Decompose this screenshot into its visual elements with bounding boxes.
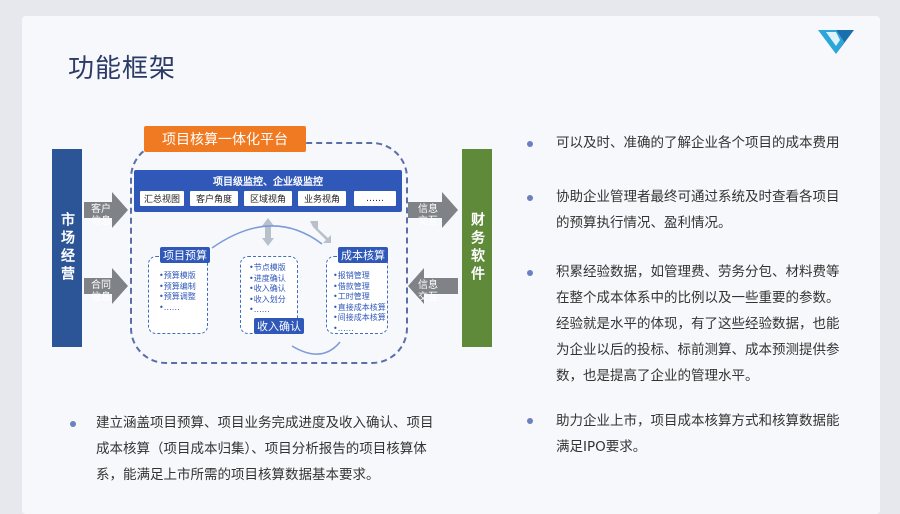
platform-title: 项目核算一体化平台 (144, 126, 306, 152)
bullet-right-3: 积累经验数据，如管理费、劳务分包、材料费等 在整个成本体系中的比例以及一些重要的… (556, 259, 840, 389)
cost-module: •报销管理 •借款管理 •工时管理 •直接成本核算 •间接成本核算 •…… (326, 256, 388, 334)
monitor-panel: 项目级监控、企业级监控 汇总视图 客户角度 区域视角 业务视角 …… (134, 170, 402, 212)
bullet-line: 数，也是提高了企业的管理水平。 (556, 368, 759, 384)
left-arrow-1 (84, 192, 128, 228)
left-arrow-2 (84, 268, 128, 304)
bullet-right-1: 可以及时、准确的了解企业各个项目的成本费用 (556, 130, 840, 156)
bullet-line: 成本核算（项目成本归集）、项目分析报告的项目核算体 (96, 441, 427, 457)
revenue-item: •进度确认 (249, 273, 286, 283)
right-arrow-label-2: 信息交互 (418, 280, 438, 303)
budget-item: •预算编制 (159, 281, 196, 291)
bullet-line: 可以及时、准确的了解企业各个项目的成本费用 (556, 135, 840, 151)
bullet-line: 经验就是水平的体现，有了这些经验数据，也能 (556, 316, 840, 332)
bullet-left: 建立涵盖项目预算、项目业务完成进度及收入确认、项目 成本核算（项目成本归集）、项… (96, 410, 434, 488)
bullet-dot (527, 195, 533, 201)
bullet-line: 积累经验数据，如管理费、劳务分包、材料费等 (556, 264, 840, 280)
bullet-line: 的预算执行情况、盈利情况。 (556, 215, 732, 231)
cost-item: •报销管理 (333, 271, 370, 280)
right-arrow-1 (408, 192, 458, 228)
left-arrow-label-2: 合同信息 (91, 280, 111, 303)
budget-module: •预算模版 •预算编制 •预算调整 •…… (148, 256, 208, 334)
revenue-item: •收入划分 (249, 294, 286, 304)
bullet-right-4: 助力企业上市，项目成本核算方式和核算数据能 满足IPO要求。 (556, 408, 840, 460)
up-down-arrow (262, 218, 274, 246)
bullet-line: 在整个成本体系中的比例以及一些重要的参数。 (556, 290, 840, 306)
revenue-title: 收入确认 (254, 318, 304, 334)
cost-item: •直接成本核算 (333, 302, 386, 312)
bullet-line: 协助企业管理者最终可通过系统及时查看各项目 (556, 189, 840, 205)
cost-item: •借款管理 (333, 281, 370, 291)
cost-title: 成本核算 (338, 247, 388, 263)
finance-bar: 财务软件 (462, 149, 492, 347)
revenue-item: •…… (249, 305, 270, 314)
bullet-line: 助力企业上市，项目成本核算方式和核算数据能 (556, 413, 840, 429)
bullet-line: 为企业以后的投标、标前测算、成本预测提供参 (556, 342, 840, 358)
monitor-tab-business: 业务视角 (298, 191, 346, 206)
function-framework-diagram: 市场经营 财务软件 客户信息 合同信息 信息交互 信息交互 项目核算一体化平台 … (22, 16, 542, 416)
monitor-tab-region: 区域视角 (244, 191, 292, 206)
revenue-list: •节点模版 •进度确认 •收入确认 •收入划分 •…… (249, 263, 286, 316)
cost-item: •…… (333, 323, 354, 333)
monitor-tab-summary: 汇总视图 (140, 191, 184, 206)
bullet-dot (70, 421, 76, 427)
page-title: 功能框架 (68, 54, 177, 84)
cost-item: •间接成本核算 (333, 313, 386, 322)
monitor-tab-customer: 客户角度 (190, 191, 238, 206)
bullet-dot (527, 270, 533, 276)
curve-arrow-top (211, 225, 323, 249)
curve-arrow-bottom (291, 341, 341, 355)
cost-list: •报销管理 •借款管理 •工时管理 •直接成本核算 •间接成本核算 •…… (333, 271, 386, 334)
budget-item: •预算模版 (159, 271, 196, 280)
logo-icon (818, 30, 854, 54)
bullet-line: 系，能满足上市所需的项目核算数据基本要求。 (96, 467, 380, 483)
bullet-right-2: 协助企业管理者最终可通过系统及时查看各项目 的预算执行情况、盈利情况。 (556, 184, 840, 236)
monitor-tab-more: …… (354, 191, 396, 206)
cost-item: •工时管理 (333, 292, 370, 301)
right-arrow-label-1: 信息交互 (418, 204, 438, 227)
left-arrow-label-1: 客户信息 (91, 204, 111, 227)
market-bar: 市场经营 (52, 149, 82, 347)
bullet-line: 满足IPO要求。 (556, 439, 647, 455)
budget-list: •预算模版 •预算编制 •预算调整 •…… (159, 271, 196, 313)
slide-card: 功能框架 市场经营 财务软件 客户信息 合同信息 信息交互 信息交互 (22, 16, 880, 514)
budget-title: 项目预算 (160, 247, 210, 263)
right-arrow-2 (408, 268, 458, 304)
budget-item: •…… (159, 302, 180, 312)
monitor-title: 项目级监控、企业级监控 (213, 177, 323, 188)
revenue-item: •节点模版 (249, 263, 286, 272)
bullet-dot (527, 418, 533, 424)
bullet-dot (527, 141, 533, 147)
diagram-arrows (84, 192, 458, 355)
budget-item: •预算调整 (159, 292, 196, 301)
diagonal-arrow (310, 221, 331, 243)
bullet-line: 建立涵盖项目预算、项目业务完成进度及收入确认、项目 (96, 415, 434, 431)
revenue-item: •收入确认 (249, 284, 286, 293)
